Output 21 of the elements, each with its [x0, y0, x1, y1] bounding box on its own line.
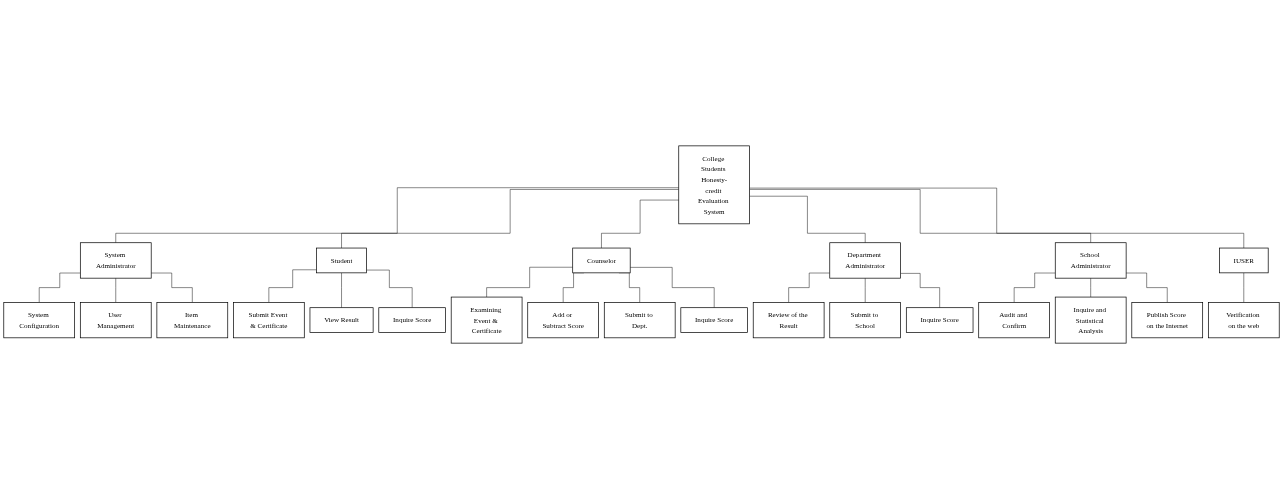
connector: [1125, 272, 1168, 303]
connector: [366, 269, 413, 308]
connector: [749, 189, 1091, 243]
connector: [1243, 272, 1244, 303]
connector: [788, 272, 830, 303]
connector: [864, 277, 866, 303]
connector: [268, 269, 317, 303]
connector: [39, 272, 81, 303]
connector: [115, 277, 116, 303]
connector: [486, 267, 573, 298]
connector: [629, 267, 715, 308]
connector: [150, 272, 193, 303]
connector: [1090, 277, 1091, 298]
connector: [749, 195, 866, 243]
connector: [115, 187, 679, 243]
connector: [341, 189, 679, 249]
connector: [601, 199, 679, 249]
connector: [900, 273, 940, 308]
connector: [341, 272, 342, 308]
connector: [1013, 272, 1056, 303]
connector: [749, 187, 1244, 249]
